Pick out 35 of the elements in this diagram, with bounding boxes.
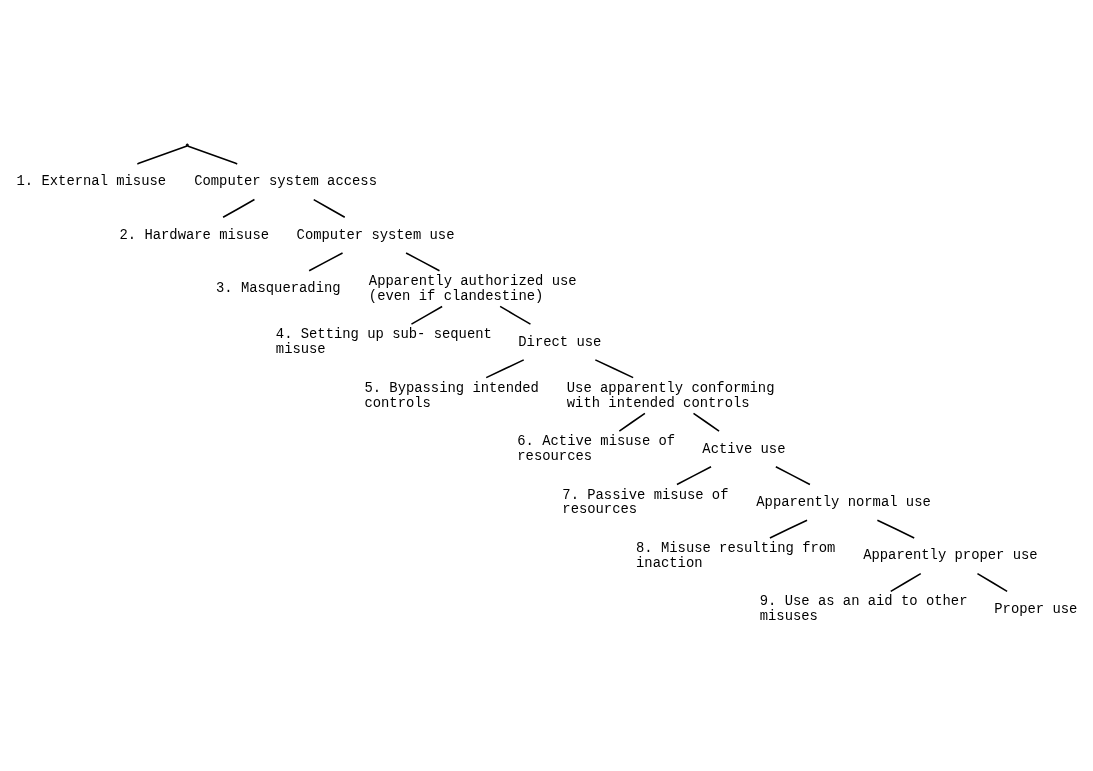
- node-text: Active use: [702, 440, 786, 457]
- connector: [485, 359, 525, 379]
- node-text: 4. Setting up sub- sequent misuse: [275, 326, 492, 358]
- connector: [594, 359, 634, 379]
- node-text: Use apparently conforming with intended controls: [566, 379, 775, 411]
- node-text: 7. Passive misuse of resources: [562, 486, 729, 518]
- connector: [775, 465, 811, 486]
- connector: [889, 572, 922, 593]
- node-text: Direct use: [518, 333, 602, 350]
- node-text: Apparently normal use: [756, 494, 931, 511]
- node-point: [185, 143, 189, 147]
- node-text: Proper use: [994, 600, 1078, 617]
- connector: [618, 412, 646, 432]
- node-text: 3. Masquerading: [215, 280, 341, 297]
- node-text: 2. Hardware misuse: [119, 226, 270, 243]
- connector: [876, 519, 915, 539]
- connector: [312, 198, 346, 219]
- connector: [769, 519, 808, 539]
- connector: [499, 305, 532, 325]
- connector: [692, 412, 720, 432]
- node-text: 1. External misuse: [16, 173, 167, 190]
- node-text: Computer system access: [194, 173, 377, 190]
- node-text: Apparently authorized use (even if clandestine): [368, 272, 577, 304]
- node-text: Apparently proper use: [863, 547, 1038, 564]
- connector: [976, 572, 1008, 593]
- connector: [405, 252, 441, 272]
- node-text: 6. Active misuse of resources: [517, 433, 676, 464]
- connector: [410, 305, 443, 325]
- connector: [222, 198, 256, 219]
- node-text: Computer system use: [296, 226, 455, 243]
- node-text: 8. Misuse resulting from inaction: [636, 540, 836, 571]
- node-text: 5. Bypassing intended controls: [364, 379, 539, 411]
- connector: [676, 465, 712, 486]
- connector: [308, 252, 344, 272]
- node-text: 9. Use as an aid to other misuses: [759, 593, 968, 625]
